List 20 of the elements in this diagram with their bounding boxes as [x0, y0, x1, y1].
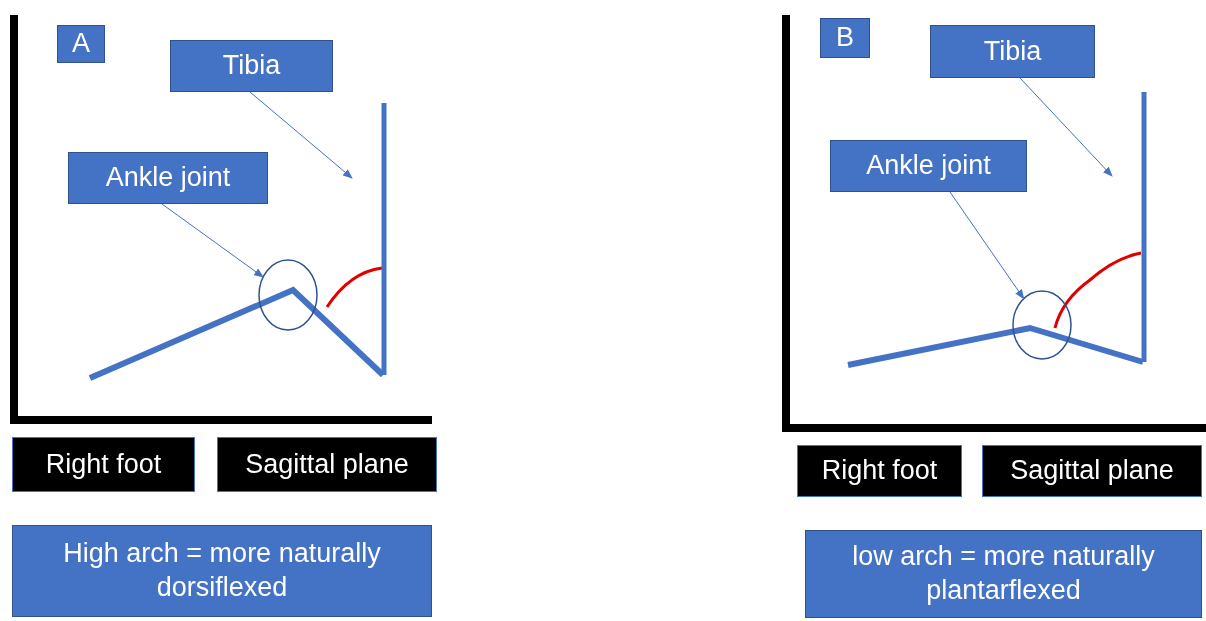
callout-label: Tibia	[930, 25, 1095, 78]
caption-label: Right foot	[797, 445, 962, 497]
callout-label: Tibia	[170, 40, 333, 92]
caption-box: low arch = more naturally plantarflexed	[805, 530, 1202, 618]
caption-label: Right foot	[12, 437, 195, 492]
leader-arrow	[161, 203, 264, 278]
leader-arrow	[1019, 77, 1113, 177]
callout-label: Ankle joint	[68, 152, 268, 204]
tibia-line	[1141, 92, 1147, 362]
callout-label: Ankle joint	[830, 140, 1027, 192]
leader-arrow	[249, 91, 353, 179]
panel-letter: B	[820, 18, 870, 58]
caption-label: Sagittal plane	[982, 445, 1202, 497]
panel-letter: A	[57, 25, 105, 63]
joint-circle	[258, 259, 318, 331]
leader-arrow	[949, 191, 1025, 300]
caption-label: Sagittal plane	[217, 437, 437, 492]
caption-box: High arch = more naturally dorsiflexed	[12, 525, 432, 617]
joint-circle	[1012, 290, 1072, 360]
tibia-line	[381, 103, 387, 375]
